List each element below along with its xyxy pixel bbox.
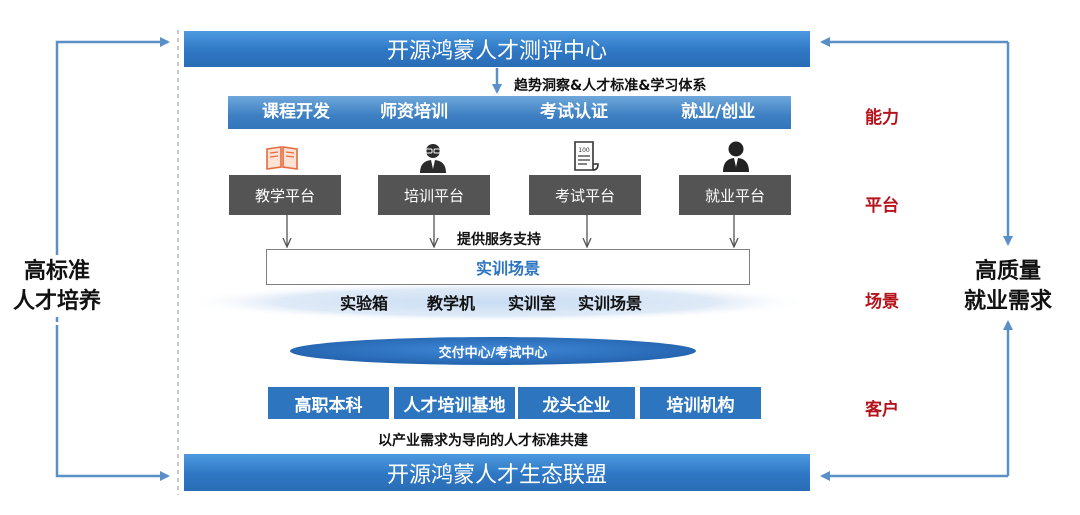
person-icon [723,141,749,172]
right-label: 高质量 就业需求 [956,257,1060,317]
customer-training-org: 培训机构 [640,387,761,419]
platform-teaching: 教学平台 [229,175,341,215]
top-bar: 开源鸿蒙人才测评中心 [184,31,810,67]
customer-enterprise-label: 龙头企业 [542,395,611,416]
capability-teacher: 师资培训 [380,102,448,122]
right-label-line1: 高质量 [974,259,1041,284]
customer-vocational-label: 高职本科 [294,395,363,416]
left-top-arrow [55,37,170,255]
platform-exam: 考试平台 [529,175,641,215]
platform-teaching-label: 教学平台 [254,186,315,205]
layer-label-platform: 平台 [865,196,899,216]
customer-enterprise: 龙头企业 [518,387,635,419]
left-bottom-arrow [55,325,170,481]
top-bar-title: 开源鸿蒙人才测评中心 [386,39,607,64]
left-label-line1: 高标准 [23,259,90,284]
customer-training-base: 人才培训基地 [394,387,515,419]
right-label-line2: 就业需求 [963,289,1052,314]
bottom-bar: 开源鸿蒙人才生态联盟 [184,454,810,491]
scenario-item-lab-room: 实训室 [508,294,557,313]
layer-label-scenario: 场景 [865,292,899,312]
co-build-text: 以产业需求为导向的人才标准共建 [378,433,588,449]
left-label-line2: 人才培养 [12,289,101,314]
delivery-ellipse [290,337,696,365]
capability-course: 课程开发 [262,102,330,122]
scenario-item-scenario: 实训场景 [578,294,643,313]
scenario-box-label: 实训场景 [475,259,540,278]
scenario-box: 实训场景 [266,249,750,285]
platform-employment: 就业平台 [679,175,791,215]
capability-employment: 就业/创业 [681,102,756,122]
left-label: 高标准 人才培养 [6,257,108,317]
platform-training: 培训平台 [378,175,490,215]
platform-exam-label: 考试平台 [554,186,615,205]
platform-training-label: 培训平台 [403,186,464,205]
capability-exam: 考试认证 [540,102,608,122]
layer-label-customer: 客户 [865,400,899,420]
service-support-text: 提供服务支持 [457,232,541,248]
book-icon [266,146,298,170]
scenario-mist [182,282,812,322]
platform-employment-label: 就业平台 [704,186,765,205]
svg-text:100: 100 [578,147,590,154]
insight-text: 趋势洞察&人才标准&学习体系 [514,78,707,94]
trainer-icon [420,144,446,173]
layer-label-capability: 能力 [865,108,899,128]
scenario-item-teaching-machine: 教学机 [427,294,476,313]
capability-bar: 课程开发 师资培训 考试认证 就业/创业 [228,96,791,129]
certificate-icon: 100 [574,141,599,171]
customer-training-base-label: 人才培训基地 [403,395,506,416]
bottom-bar-title: 开源鸿蒙人才生态联盟 [386,462,607,488]
customer-training-org-label: 培训机构 [666,395,735,416]
scenario-item-lab-box: 实验箱 [340,294,389,313]
customer-vocational: 高职本科 [268,387,389,419]
delivery-center-label: 交付中心/考试中心 [438,346,548,361]
